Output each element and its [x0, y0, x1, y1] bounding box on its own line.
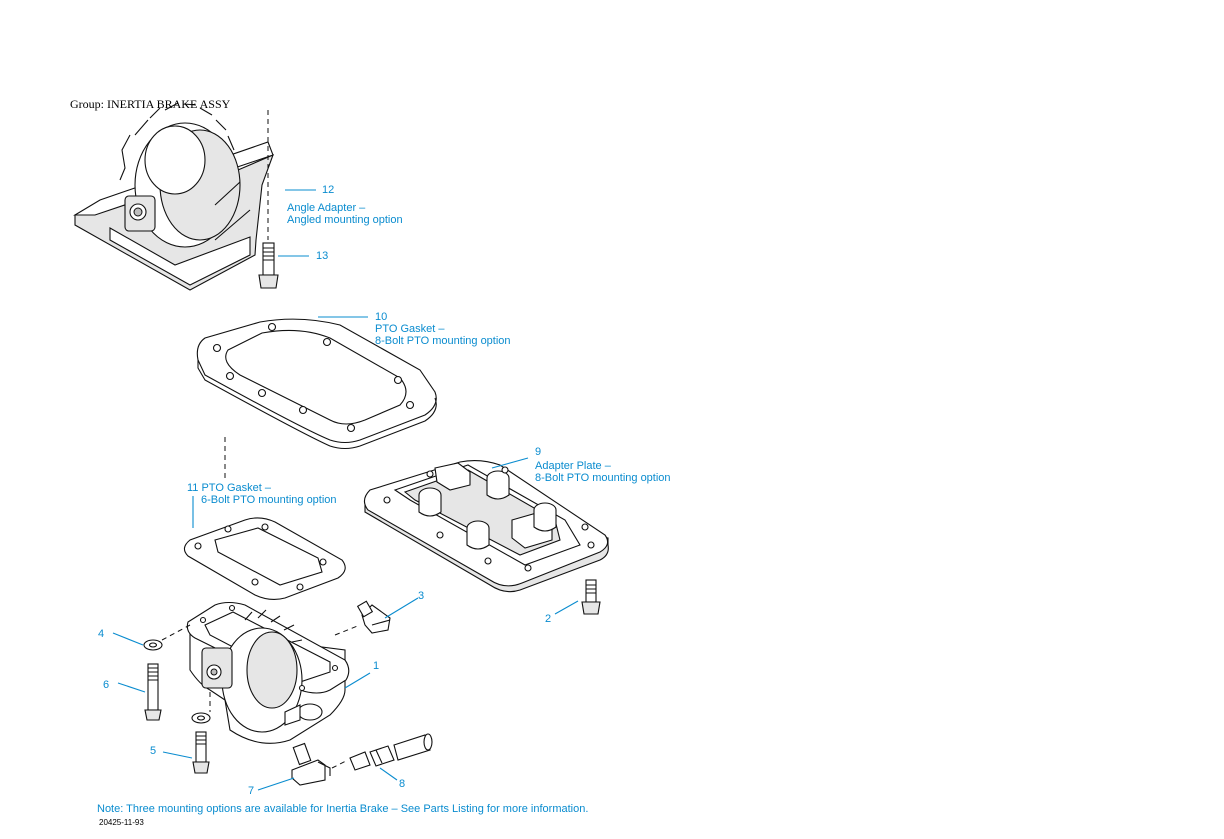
- callout-number: 12: [322, 184, 335, 196]
- callout-8: 8: [399, 778, 406, 790]
- callout-label: Adapter Plate –: [535, 460, 611, 472]
- callout-7: 7: [248, 785, 255, 797]
- callout-label: 8-Bolt PTO mounting option: [535, 472, 671, 484]
- callout-2: 2: [545, 613, 552, 625]
- pto-gasket-6-bolt: [183, 517, 346, 601]
- elbow-fitting-3: [356, 600, 391, 634]
- callout-label: Angle Adapter –: [287, 202, 366, 214]
- group-title: Group: INERTIA BRAKE ASSY: [70, 97, 231, 111]
- bolt-2: [581, 579, 601, 615]
- inertia-brake-housing: [186, 601, 350, 744]
- adapter-plate: [363, 459, 609, 593]
- angle-adapter-assembly: [73, 102, 274, 291]
- callout-3: 3: [418, 590, 425, 602]
- callout-number: 9: [535, 446, 542, 458]
- callout-1: 1: [373, 660, 380, 672]
- centerline: [331, 759, 349, 769]
- figure-id: 20425-11-93: [99, 818, 144, 827]
- callout-label: 8-Bolt PTO mounting option: [375, 335, 511, 347]
- callout-number: 10: [375, 311, 388, 323]
- bolt-13: [258, 242, 279, 289]
- bolt-5: [192, 731, 210, 774]
- callout-label: 11 PTO Gasket –: [187, 482, 271, 494]
- centerline: [334, 624, 361, 636]
- centerline: [161, 624, 191, 641]
- callout-label: Angled mounting option: [287, 214, 403, 226]
- hose-fitting-8: [349, 733, 433, 771]
- callout-4: 4: [98, 628, 105, 640]
- pto-gasket-8-bolt: [196, 318, 437, 450]
- callout-9: 9 Adapter Plate – 8-Bolt PTO mounting op…: [535, 446, 671, 484]
- callout-11: 11 PTO Gasket – 6-Bolt PTO mounting opti…: [187, 482, 337, 506]
- callout-6: 6: [103, 679, 110, 691]
- callout-5: 5: [150, 745, 157, 757]
- callout-12: 12 Angle Adapter – Angled mounting optio…: [287, 184, 403, 226]
- callout-10: 10 PTO Gasket – 8-Bolt PTO mounting opti…: [375, 311, 511, 347]
- elbow-fitting-7: [291, 742, 331, 786]
- callout-13: 13: [316, 250, 329, 262]
- washer-4: [143, 639, 163, 651]
- bolt-6: [144, 663, 162, 721]
- footnote: Note: Three mounting options are availab…: [97, 803, 589, 815]
- washer: [191, 712, 211, 724]
- callout-label: 6-Bolt PTO mounting option: [201, 494, 337, 506]
- leader-lines: [112, 189, 579, 791]
- callout-label: PTO Gasket –: [375, 323, 445, 335]
